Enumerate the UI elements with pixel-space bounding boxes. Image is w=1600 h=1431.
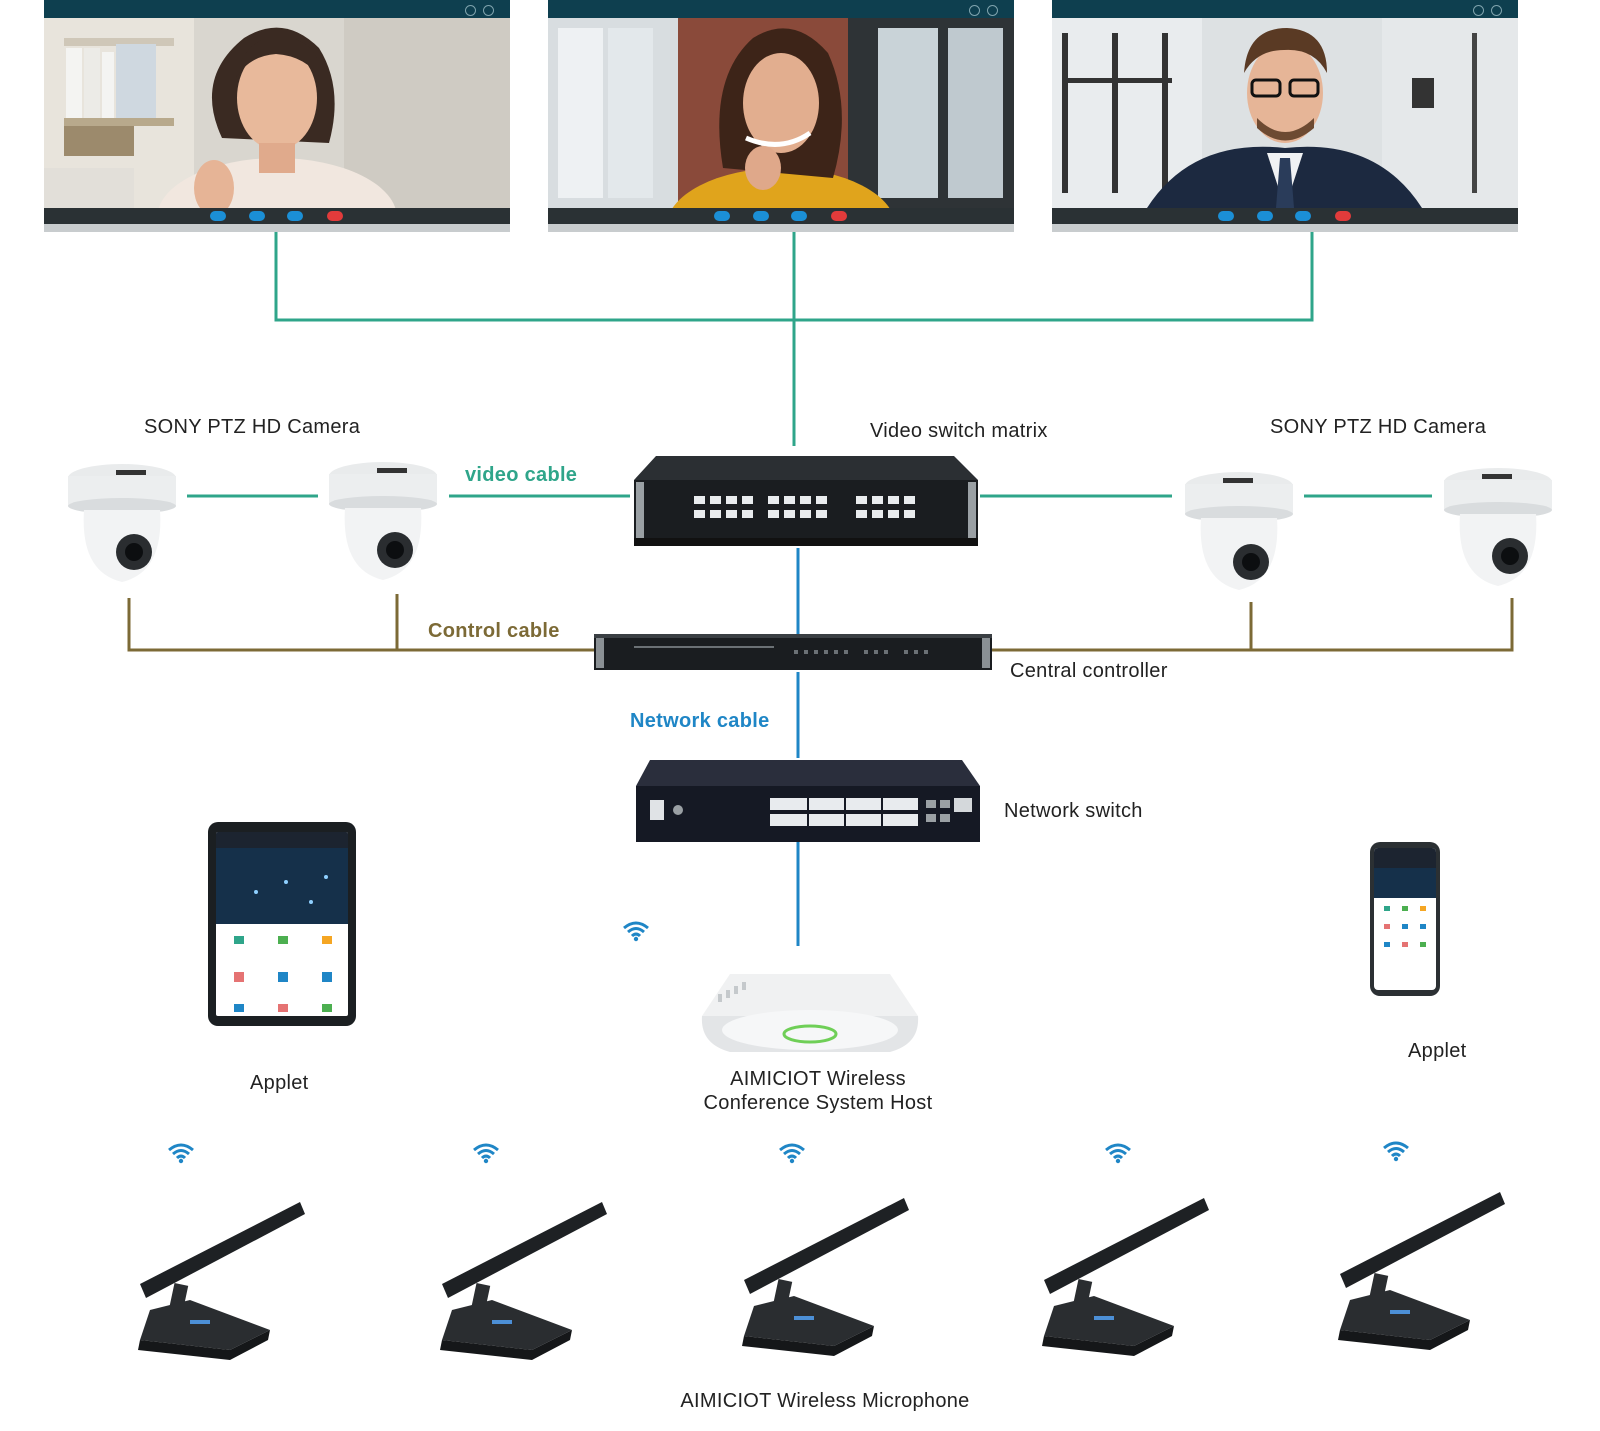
network-cable-label: Network cable	[630, 710, 770, 732]
ptz-camera-icon	[1185, 472, 1293, 590]
central-controller-label: Central controller	[1010, 660, 1168, 682]
video-icon[interactable]	[1218, 211, 1234, 221]
wireless-microphone-1	[138, 1202, 305, 1360]
wireless-microphone-4	[1042, 1198, 1209, 1356]
network-switch	[636, 760, 980, 842]
signal-icon[interactable]	[1257, 211, 1273, 221]
monitor-left	[44, 0, 510, 232]
wifi-icon	[168, 1143, 194, 1164]
wifi-icon	[779, 1143, 805, 1164]
more-icon[interactable]	[1491, 5, 1502, 16]
monitor-base	[44, 224, 510, 232]
more-icon[interactable]	[987, 5, 998, 16]
wifi-icon	[473, 1143, 499, 1164]
phone-screen	[1374, 848, 1436, 990]
call-control-bar	[44, 208, 510, 224]
video-feed-participant-1	[44, 18, 510, 208]
ptz-camera-icon	[68, 464, 176, 582]
phone-applet[interactable]	[1370, 842, 1440, 996]
video-icon[interactable]	[210, 211, 226, 221]
ptz-camera-icon	[329, 462, 437, 580]
more-icon[interactable]	[483, 5, 494, 16]
control-cable-lines	[127, 594, 1514, 652]
wireless-microphone-3	[742, 1198, 909, 1356]
tablet-screen	[216, 832, 348, 1016]
video-switch-matrix	[634, 456, 978, 546]
signal-icon[interactable]	[753, 211, 769, 221]
camera-label-left: SONY PTZ HD Camera	[144, 416, 361, 438]
video-icon[interactable]	[714, 211, 730, 221]
wifi-icon	[623, 921, 649, 942]
applet-label-left: Applet	[250, 1072, 309, 1094]
phone-app-ui	[1374, 848, 1436, 947]
wireless-microphone-5	[1338, 1192, 1505, 1350]
minimize-icon[interactable]	[1473, 5, 1484, 16]
hangup-icon[interactable]	[831, 211, 847, 221]
monitor-center	[548, 0, 1014, 232]
ptz-camera-icon	[1444, 468, 1552, 586]
host-label-line1: AIMICIOT Wireless	[730, 1068, 906, 1090]
video-switch-matrix-label: Video switch matrix	[870, 420, 1048, 442]
central-controller	[594, 634, 992, 670]
signal-icon[interactable]	[249, 211, 265, 221]
monitor-base	[548, 224, 1014, 232]
wireless-microphone-2	[440, 1202, 607, 1360]
wifi-icon	[1383, 1141, 1409, 1162]
video-feed-participant-2	[548, 18, 1014, 208]
tablet-applet[interactable]	[208, 822, 356, 1026]
chat-icon[interactable]	[1295, 211, 1311, 221]
host-label-line2: Conference System Host	[703, 1092, 933, 1114]
video-cable-lines	[187, 232, 1432, 498]
wireless-conference-host	[701, 974, 919, 1052]
camera-label-right: SONY PTZ HD Camera	[1270, 416, 1487, 438]
window-titlebar	[1052, 0, 1518, 18]
monitor-base	[1052, 224, 1518, 232]
chat-icon[interactable]	[287, 211, 303, 221]
monitor-right	[1052, 0, 1518, 232]
control-cable-label: Control cable	[428, 620, 560, 642]
minimize-icon[interactable]	[969, 5, 980, 16]
call-control-bar	[1052, 208, 1518, 224]
hangup-icon[interactable]	[327, 211, 343, 221]
wireless-microphone-label: AIMICIOT Wireless Microphone	[680, 1390, 970, 1412]
chat-icon[interactable]	[791, 211, 807, 221]
video-cable-label: video cable	[465, 464, 578, 486]
video-feed-participant-3	[1052, 18, 1518, 208]
call-control-bar	[548, 208, 1014, 224]
minimize-icon[interactable]	[465, 5, 476, 16]
hangup-icon[interactable]	[1335, 211, 1351, 221]
window-titlebar	[44, 0, 510, 18]
network-switch-label: Network switch	[1004, 800, 1143, 822]
applet-label-right: Applet	[1408, 1040, 1467, 1062]
window-titlebar	[548, 0, 1014, 18]
tablet-app-ui	[216, 832, 348, 1012]
wifi-icon	[1105, 1143, 1131, 1164]
